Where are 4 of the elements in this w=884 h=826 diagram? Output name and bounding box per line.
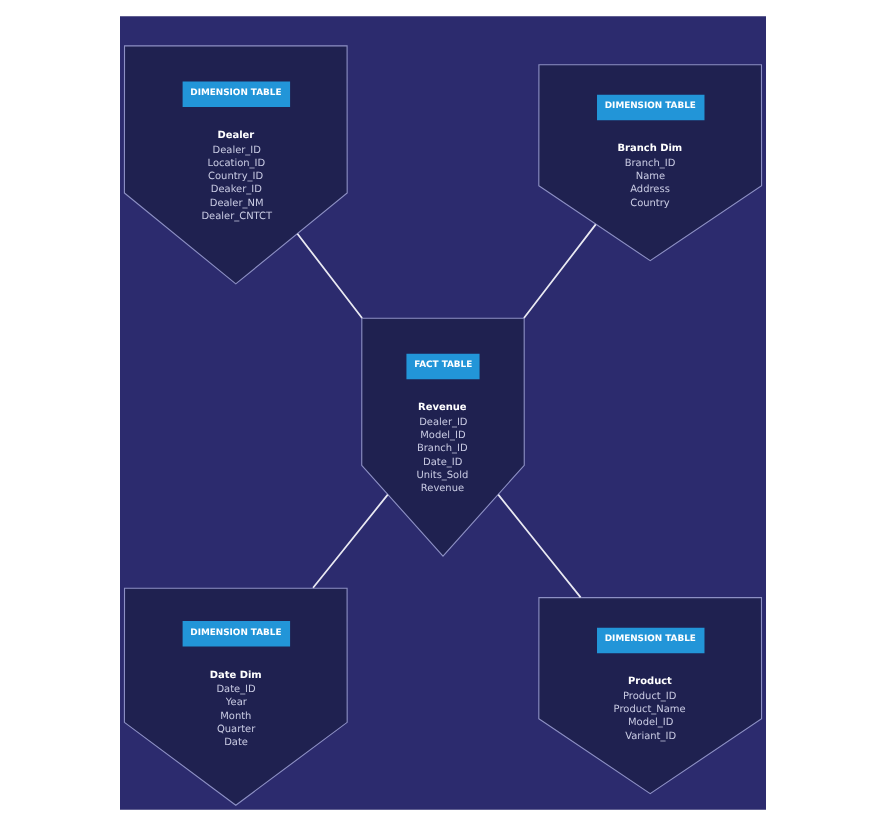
connector: [496, 493, 581, 599]
connector: [311, 493, 388, 589]
connector: [522, 223, 596, 319]
connector: [295, 232, 362, 319]
